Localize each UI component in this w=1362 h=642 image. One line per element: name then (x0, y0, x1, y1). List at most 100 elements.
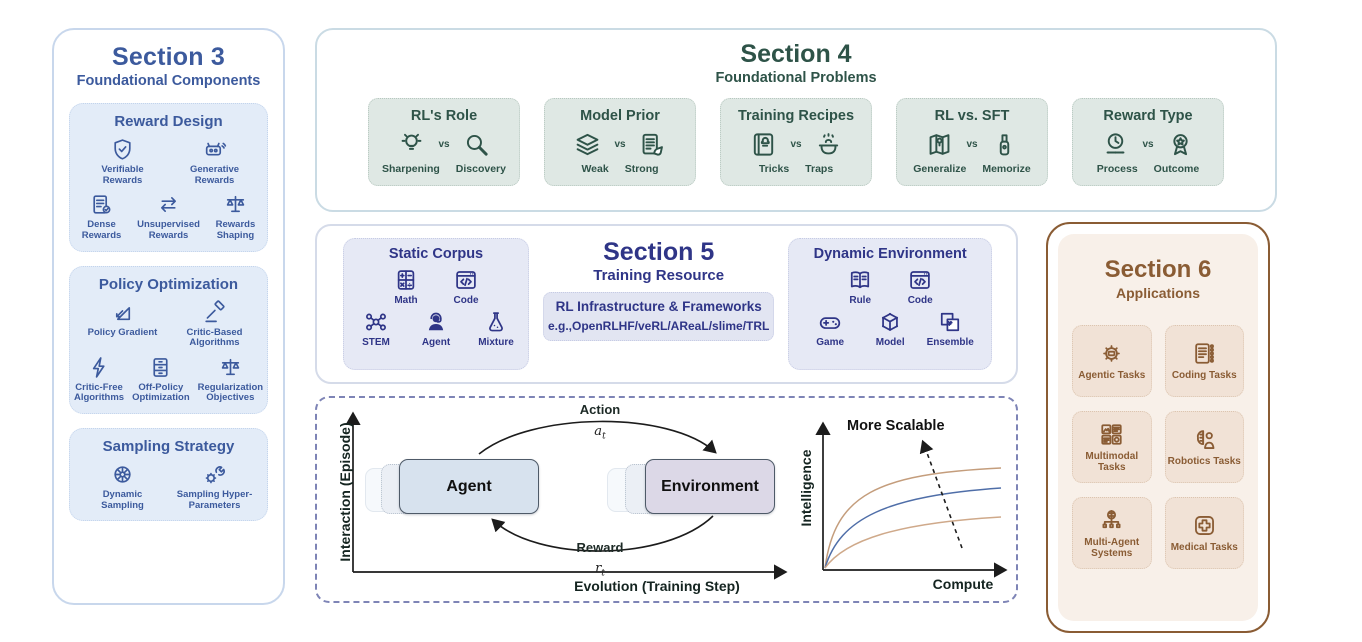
robotics-tasks-card: Robotics Tasks (1164, 411, 1244, 483)
list-item: Critic-Based Algorithms (173, 299, 257, 349)
item-label: Generative Rewards (189, 164, 240, 186)
section5-center: Section 5 Training Resource RL Infrastru… (529, 226, 788, 382)
layers-icon (573, 130, 602, 159)
item-label: Code (453, 295, 479, 306)
map-pin-icon (925, 130, 954, 159)
dynamic-environment-box: Dynamic Environment Rule Code Game (788, 238, 992, 370)
multimodal-grid-icon (1098, 421, 1125, 448)
rls-role-card: RL's Role vs Sharpening Discovery (368, 98, 520, 186)
doc-hand-icon (638, 130, 667, 159)
environment-label: Environment (661, 477, 759, 495)
list-item: Code (438, 267, 494, 306)
item-label: Model (875, 337, 905, 349)
reward-type-card: Reward Type vs Process Outcome (1072, 98, 1224, 186)
action-label: Action (579, 402, 621, 417)
section5-title: Section 5 (603, 238, 715, 266)
infrastructure-examples: e.g.,OpenRLHF/veRL/AReaL/slime/TRL (548, 318, 770, 333)
code-window-icon (907, 267, 933, 293)
reward-design-group: Reward Design Verifiable Rewards Generat… (69, 103, 268, 252)
item-label: Sampling Hyper-Parameters (176, 489, 253, 511)
card-title: Model Prior (580, 108, 660, 124)
calculator-icon (393, 267, 419, 293)
item-label: Dynamic Sampling (101, 489, 144, 511)
magnifier-icon (462, 130, 491, 159)
gamepad-icon (817, 309, 843, 335)
group-title: Reward Design (114, 113, 223, 130)
static-corpus-title: Static Corpus (388, 246, 484, 262)
list-item: Off-Policy Optimization (132, 355, 190, 404)
item-label: Game (816, 337, 845, 349)
list-item: Generative Rewards (173, 137, 257, 186)
bulb-icon (397, 130, 426, 159)
vs-label: vs (614, 139, 626, 150)
wheel-icon (110, 462, 135, 487)
item-label: Rewards Shaping (215, 219, 256, 241)
vs-label: vs (1142, 139, 1154, 150)
more-scalable-annotation: More Scalable (847, 418, 945, 434)
card-title: Training Recipes (737, 108, 855, 124)
item-label: Dense Rewards (81, 219, 122, 241)
usb-icon (990, 130, 1019, 159)
item-label: STEM (362, 337, 390, 349)
list-item: Regularization Objectives (198, 355, 263, 404)
reward-label: Reward (576, 540, 624, 555)
medal-icon (1166, 130, 1195, 159)
card-label: Agentic Tasks (1078, 370, 1146, 382)
card-title: RL vs. SFT (934, 108, 1010, 124)
molecule-icon (363, 309, 389, 335)
card-label: Coding Tasks (1171, 370, 1237, 382)
open-book-icon (847, 267, 873, 293)
agent-label: Agent (446, 477, 492, 495)
section6-panel: Section 6 Applications Agentic Tasks Cod… (1046, 222, 1270, 633)
item-label: Agent (421, 337, 451, 349)
scales-icon (223, 192, 248, 217)
list-item: Rewards Shaping (208, 192, 263, 241)
environment-box: Environment (645, 459, 775, 514)
vs-label: vs (438, 139, 450, 150)
left-option-label: Generalize (913, 163, 967, 175)
doc-chain-icon (1191, 340, 1218, 367)
brain-person-icon (1191, 426, 1218, 453)
left-option-label: Sharpening (382, 163, 440, 175)
item-label: Math (394, 295, 418, 306)
cube-icon (877, 309, 903, 335)
shield-check-icon (110, 137, 135, 162)
right-option-label: Outcome (1153, 163, 1200, 175)
rl-vs-sft-card: RL vs. SFT vs Generalize Memorize (896, 98, 1048, 186)
compute-axis-label: Compute (932, 576, 994, 592)
agent-person-icon (423, 309, 449, 335)
list-item: Code (892, 267, 948, 306)
group-title: Policy Optimization (98, 275, 239, 293)
policy-optimization-group: Policy Optimization Policy Gradient Crit… (69, 265, 268, 414)
doc-check-icon (89, 192, 114, 217)
pot-icon (814, 130, 843, 159)
rl-loop-and-scaling-panel: Agent Environment Action at Reward rt In… (315, 396, 1018, 603)
left-option-label: Weak (581, 163, 609, 175)
section3-panel: Section 3 Foundational Components Reward… (52, 28, 285, 605)
list-item: Agent (408, 309, 464, 348)
multimodal-tasks-card: Multimodal Tasks (1072, 411, 1152, 483)
section5-panel: Static Corpus Math Code STEM Age (315, 224, 1018, 384)
item-label: Rule (849, 295, 872, 306)
action-symbol: at (594, 424, 606, 442)
brain-tree-icon (1098, 507, 1125, 534)
section5-subtitle: Training Resource (593, 267, 725, 284)
section6-title: Section 6 (1104, 256, 1212, 283)
list-item: Math (378, 267, 434, 306)
overlap-squares-icon (937, 309, 963, 335)
code-window-icon (453, 267, 479, 293)
item-label: Ensemble (926, 337, 974, 349)
section4-title: Section 4 (740, 40, 852, 68)
item-label: Regularization Objectives (197, 381, 264, 404)
list-item: Dense Rewards (74, 192, 129, 241)
group-title: Sampling Strategy (102, 438, 235, 455)
reward-symbol: rt (595, 561, 605, 579)
list-item: Mixture (468, 309, 524, 348)
interaction-axis-label: Interaction (Episode) (337, 422, 353, 562)
infrastructure-title: RL Infrastructure & Frameworks (555, 299, 762, 314)
list-item: Critic-Free Algorithms (74, 355, 124, 404)
item-label: Critic-Based Algorithms (186, 326, 243, 349)
section6-inner: Section 6 Applications Agentic Tasks Cod… (1058, 234, 1258, 621)
intelligence-axis-label: Intelligence (798, 449, 814, 527)
robot-gear-icon (1098, 340, 1125, 367)
